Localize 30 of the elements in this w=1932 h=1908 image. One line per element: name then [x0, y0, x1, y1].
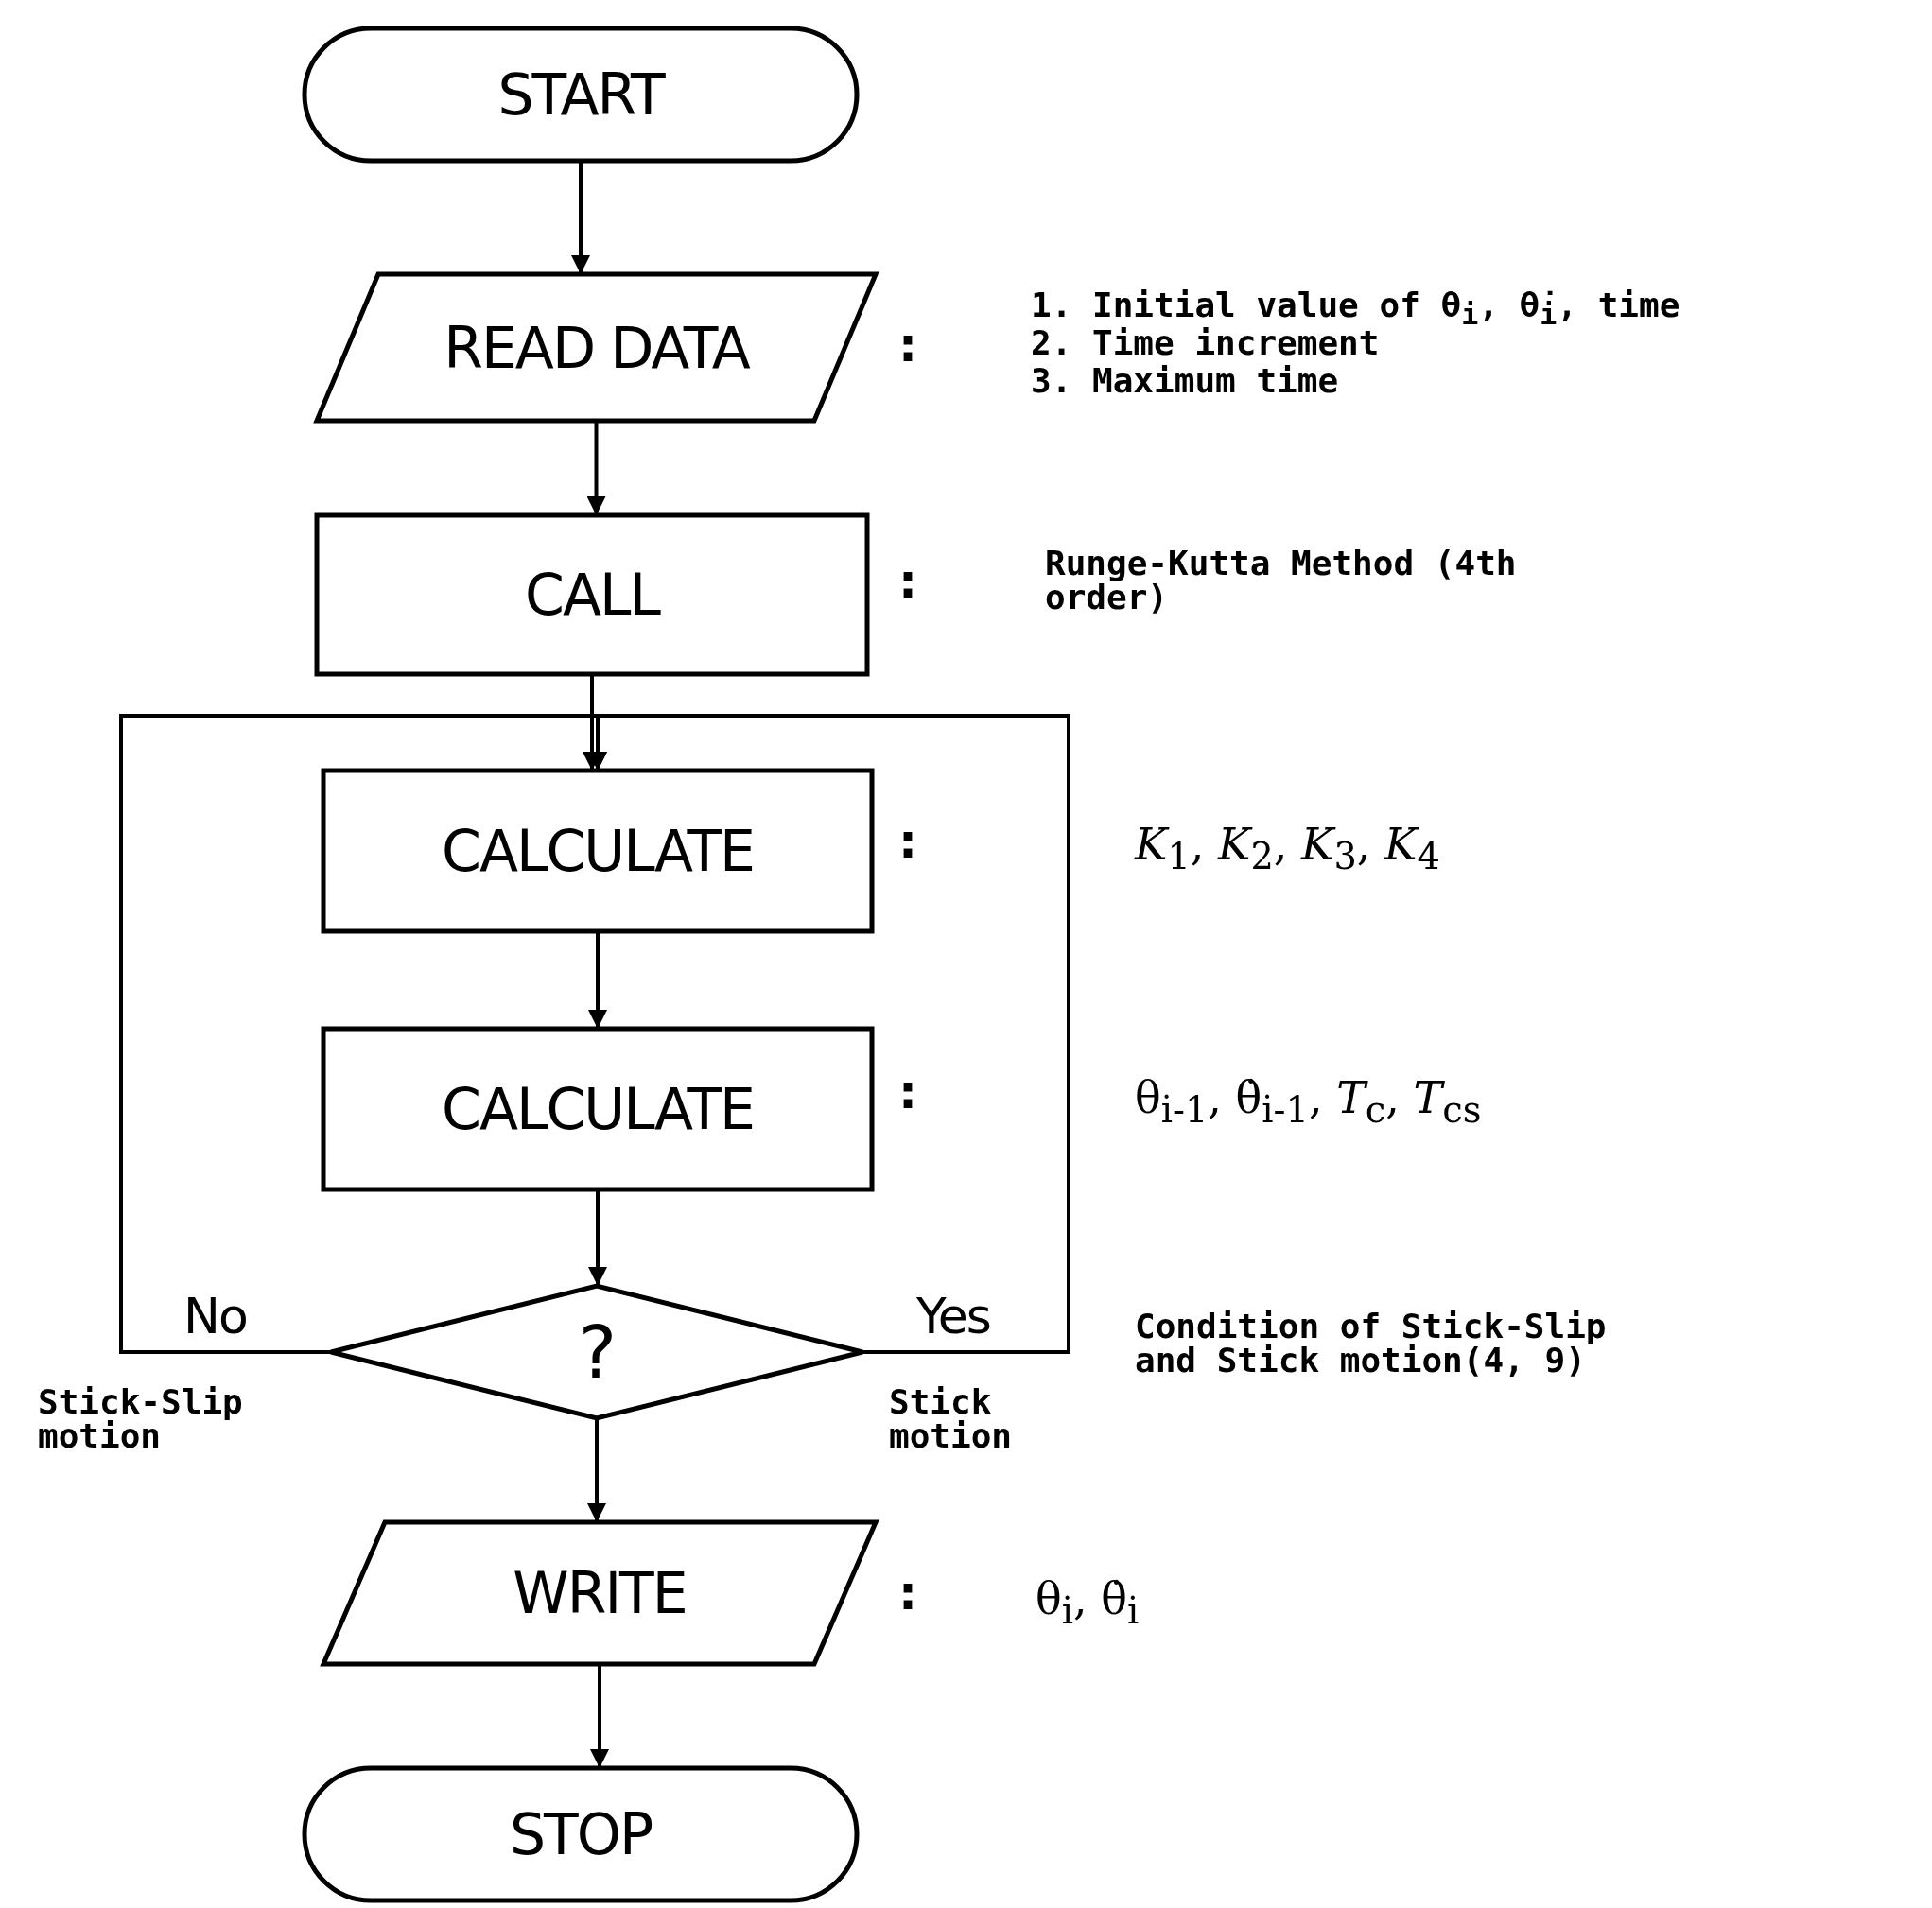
- arrow: [586, 421, 606, 515]
- process-box: [323, 771, 872, 931]
- annotation-text: θ$_{i}$, θ̇$_{i}$: [1036, 1577, 1140, 1630]
- arrow: [590, 1664, 609, 1768]
- node-label: STOP: [509, 1801, 653, 1867]
- node-label: ?: [578, 1310, 616, 1395]
- process-box: [323, 1029, 872, 1189]
- annotation-text: Stick-Slip motion: [38, 1385, 244, 1453]
- annotation-text: :: [898, 1068, 917, 1116]
- annotation-text: K$_{1}$, K$_{2}$, K$_{3}$, K$_{4}$: [1135, 823, 1440, 876]
- arrow: [587, 1418, 606, 1522]
- node-label: CALL: [525, 562, 659, 628]
- terminal-shape: [305, 1768, 857, 1900]
- annotation-text: :: [898, 558, 917, 605]
- annotation-text: :: [898, 321, 917, 369]
- annotation-text: :: [898, 818, 917, 865]
- node-label: START: [497, 61, 664, 128]
- annotation-text: 2. Time increment: [1031, 326, 1380, 360]
- annotation-text: 3. Maximum time: [1031, 364, 1339, 398]
- annotation-text: Runge-Kutta Method (4th order): [1045, 546, 1518, 615]
- annotation-text: :: [898, 1570, 917, 1617]
- annotation-text: θ$_{i-1}$, θ̇$_{i-1}$, T$_{c}$, T$_{cs}$: [1135, 1076, 1482, 1129]
- process-box: [317, 515, 867, 674]
- node-label: CALCULATE: [442, 1076, 754, 1142]
- arrow: [588, 931, 607, 1029]
- decision-diamond: [331, 1286, 862, 1418]
- annotation-text: Condition of Stick-Slip and Stick motion(4, 9): [1135, 1310, 1608, 1378]
- terminal-shape: [305, 28, 857, 161]
- annotation-text: Stick motion: [889, 1385, 1014, 1453]
- node-label: CALCULATE: [442, 818, 754, 884]
